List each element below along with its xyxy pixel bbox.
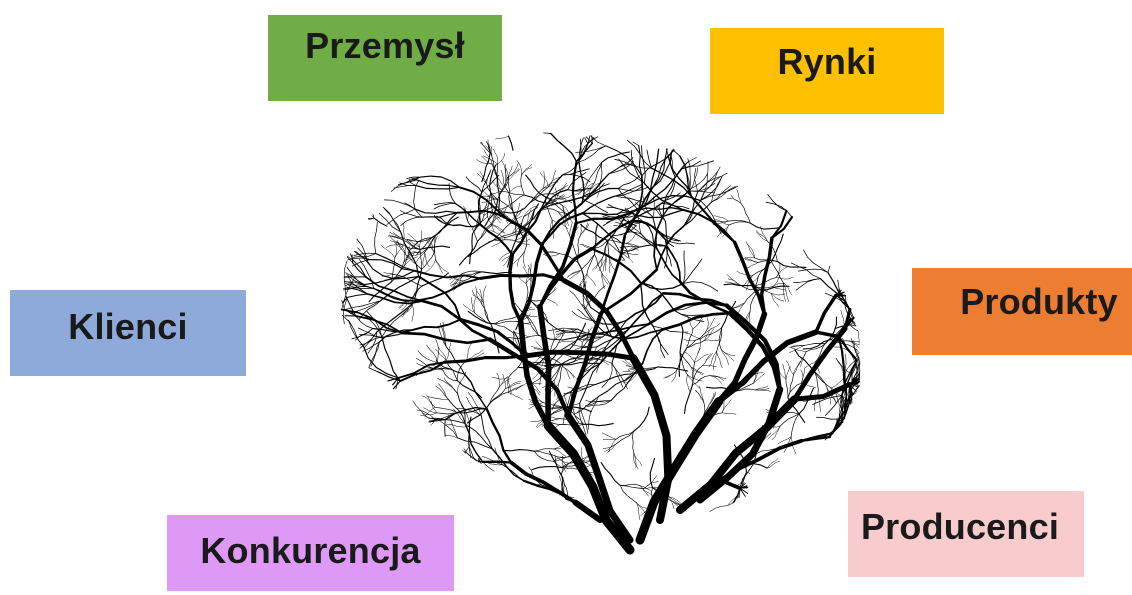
label-klienci-text: Klienci — [68, 306, 187, 348]
label-producenci-text: Producenci — [861, 506, 1059, 548]
label-rynki-text: Rynki — [777, 41, 876, 83]
label-produkty-text: Produkty — [960, 281, 1118, 323]
label-przemysl-text: Przemysł — [305, 25, 465, 67]
label-rynki: Rynki — [710, 28, 944, 114]
label-konkurencja: Konkurencja — [167, 515, 454, 591]
label-konkurencja-text: Konkurencja — [200, 530, 420, 572]
label-producenci: Producenci — [848, 491, 1084, 577]
label-produkty: Produkty — [912, 268, 1132, 355]
label-klienci: Klienci — [10, 290, 246, 376]
label-przemysl: Przemysł — [268, 15, 502, 101]
